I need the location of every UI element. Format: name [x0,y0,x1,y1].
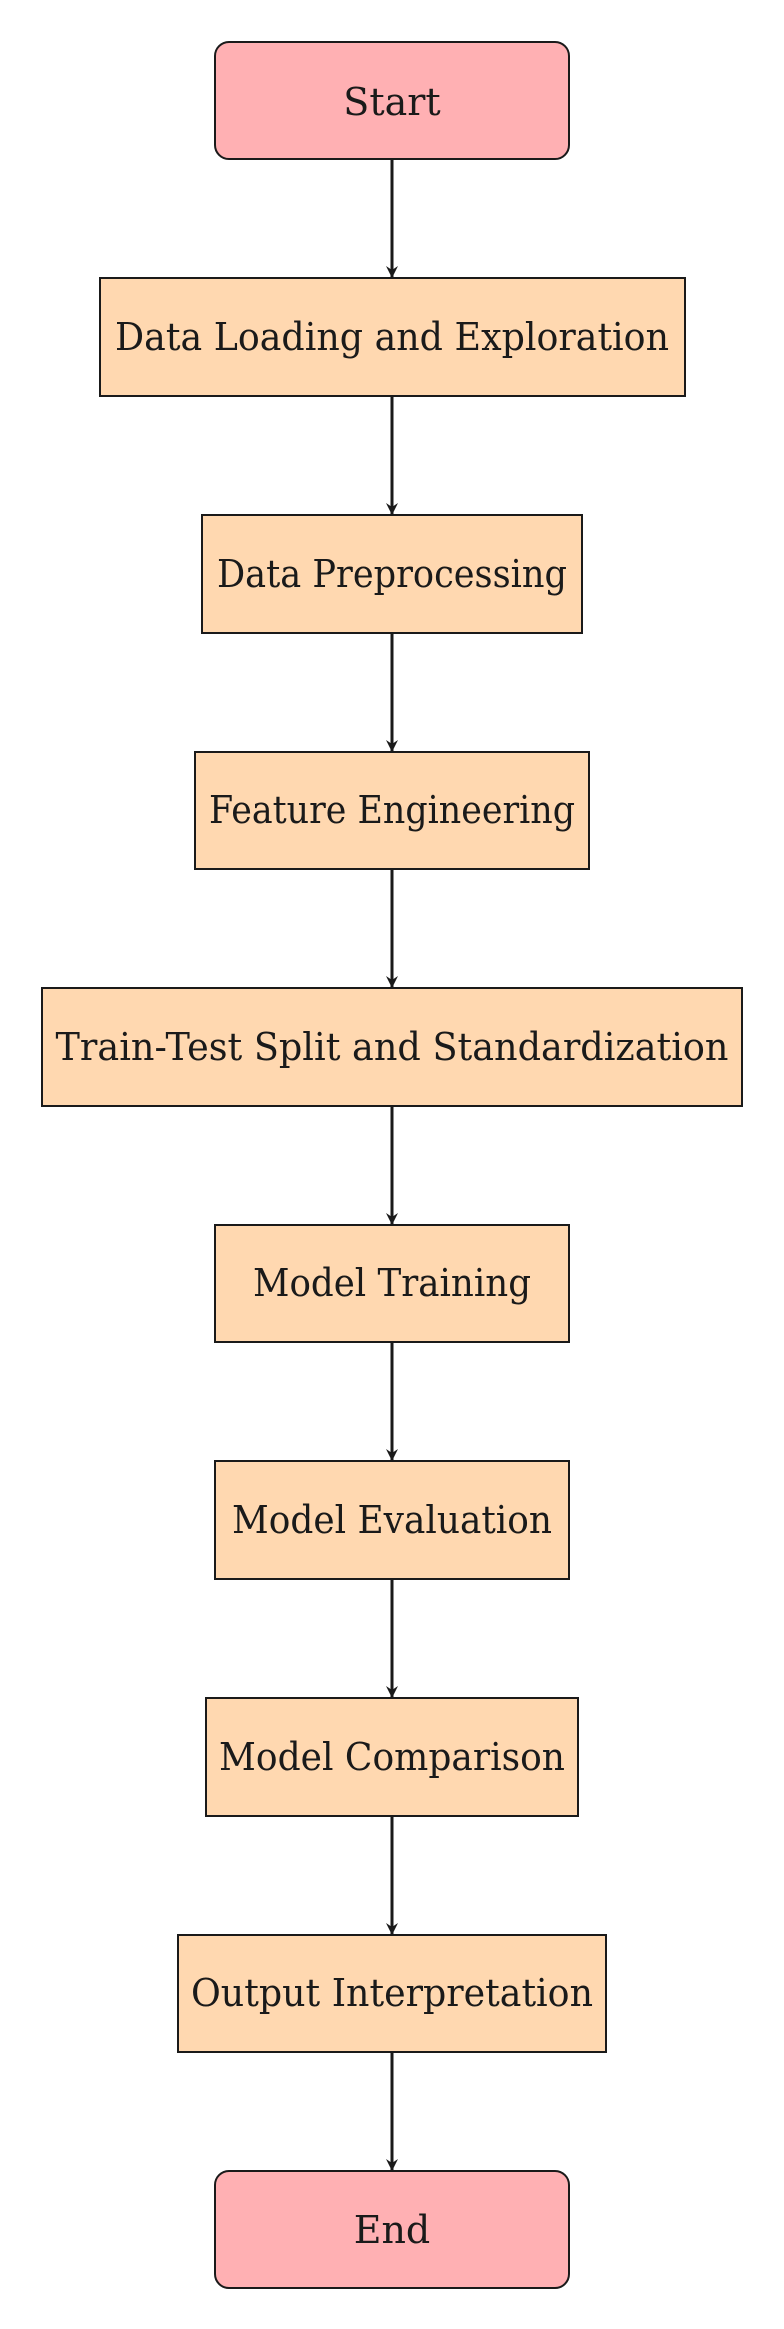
model-training-node-label: Model Training [253,1261,531,1305]
model-evaluation-node: Model Evaluation [214,1460,570,1580]
end-node-shape [214,2170,570,2289]
model-training-node: Model Training [214,1224,570,1343]
data-loading-node-label: Data Loading and Exploration [115,315,669,359]
data-loading-node: Data Loading and Exploration [99,277,686,397]
end-node: End [214,2170,570,2289]
feature-engineering-node-shape [194,751,590,870]
end-node-label: End [354,2208,431,2252]
model-comparison-node: Model Comparison [205,1697,579,1817]
train-test-split-node-shape [41,987,743,1107]
data-loading-node-shape [99,277,686,397]
train-test-split-node-label: Train-Test Split and Standardization [56,1025,729,1069]
start-node: Start [214,41,570,160]
train-test-split-node: Train-Test Split and Standardization [41,987,743,1107]
output-interpretation-node-shape [177,1934,607,2053]
model-comparison-node-shape [205,1697,579,1817]
output-interpretation-node: Output Interpretation [177,1934,607,2053]
data-preprocessing-node-shape [201,514,583,634]
model-comparison-node-label: Model Comparison [219,1735,565,1779]
output-interpretation-node-label: Output Interpretation [191,1971,593,2015]
model-evaluation-node-label: Model Evaluation [232,1498,552,1542]
start-node-shape [214,41,570,160]
data-preprocessing-node-label: Data Preprocessing [217,552,567,596]
feature-engineering-node-label: Feature Engineering [209,788,575,832]
feature-engineering-node: Feature Engineering [194,751,590,870]
model-training-node-shape [214,1224,570,1343]
data-preprocessing-node: Data Preprocessing [201,514,583,634]
model-evaluation-node-shape [214,1460,570,1580]
start-node-label: Start [343,80,440,124]
